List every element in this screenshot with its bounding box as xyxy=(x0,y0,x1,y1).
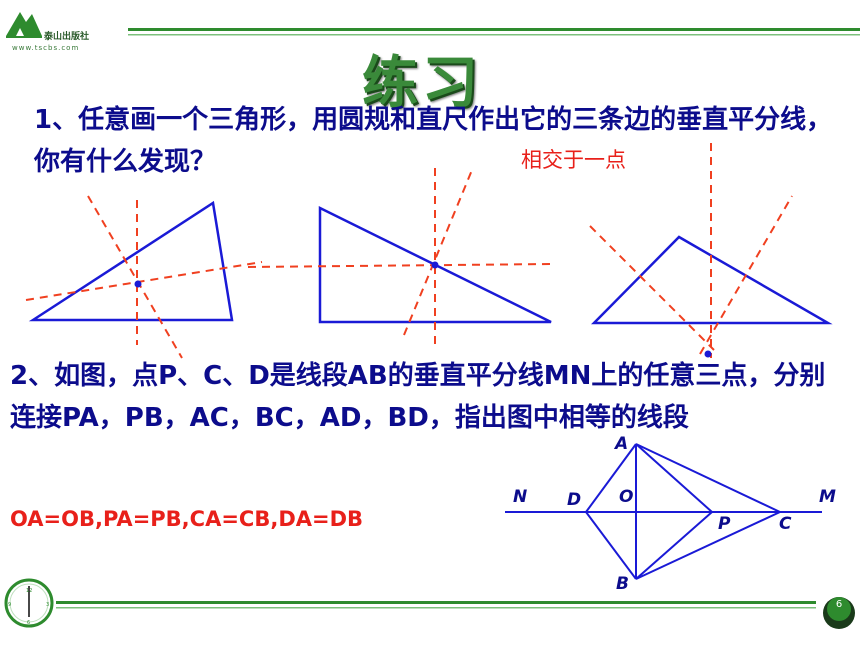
segment-bc xyxy=(635,511,781,580)
svg-text:12: 12 xyxy=(26,588,32,594)
publisher-logo: 泰山出版社 www.tscbs.com xyxy=(4,4,124,52)
bisector-2b xyxy=(247,263,554,268)
bisector-2c xyxy=(403,169,473,336)
triangle-1-figure xyxy=(25,195,263,359)
bisector-3c xyxy=(699,195,793,355)
figure-2-diagram xyxy=(505,443,822,580)
page-badge-icon xyxy=(823,597,855,629)
bisector-1c xyxy=(25,261,263,301)
bisector-3b xyxy=(589,225,715,351)
mountain-logo-icon xyxy=(6,12,42,38)
circumcenter-1 xyxy=(134,280,142,288)
publisher-url: www.tscbs.com xyxy=(12,44,80,52)
circumcenter-2 xyxy=(431,261,439,269)
segment-ad xyxy=(585,443,637,513)
segment-bp xyxy=(635,511,713,580)
segment-ac xyxy=(635,443,781,513)
label-p: P xyxy=(718,514,731,534)
question-2-text: 2、如图，点P、C、D是线段AB的垂直平分线MN上的任意三点，分别连接PA，PB… xyxy=(10,361,826,433)
label-c: C xyxy=(779,514,792,534)
label-n: N xyxy=(513,487,528,507)
triangle-1 xyxy=(28,200,234,322)
bisector-1b xyxy=(87,195,183,359)
question-1-text: 1、任意画一个三角形，用圆规和直尺作出它的三条边的垂直平分线，你有什么发现？ xyxy=(34,105,833,177)
label-d: D xyxy=(567,490,582,510)
segment-ap xyxy=(635,443,713,513)
question-2-answer: OA=OB,PA=PB,CA=CB,DA=DB xyxy=(10,507,364,531)
label-m: M xyxy=(819,487,836,507)
label-b: B xyxy=(616,574,629,594)
svg-text:6: 6 xyxy=(27,620,30,626)
footer-rule xyxy=(56,601,816,609)
publisher-name: 泰山出版社 xyxy=(44,32,90,42)
segment-bd xyxy=(585,511,637,580)
page-title: 练习 xyxy=(362,51,482,116)
svg-text:3: 3 xyxy=(46,602,49,608)
question-1-answer: 相交于一点 xyxy=(521,148,626,172)
triangle-2-figure xyxy=(247,168,554,345)
label-o: O xyxy=(619,487,634,507)
svg-text:9: 9 xyxy=(8,602,11,608)
header-rule xyxy=(128,28,860,36)
triangle-3 xyxy=(591,235,833,325)
clock-icon: 12 9 3 6 xyxy=(4,578,54,628)
label-a: A xyxy=(615,434,629,454)
triangle-3-figure xyxy=(589,143,833,358)
page-number: 6 xyxy=(835,599,843,610)
circumcenter-3 xyxy=(704,350,712,358)
